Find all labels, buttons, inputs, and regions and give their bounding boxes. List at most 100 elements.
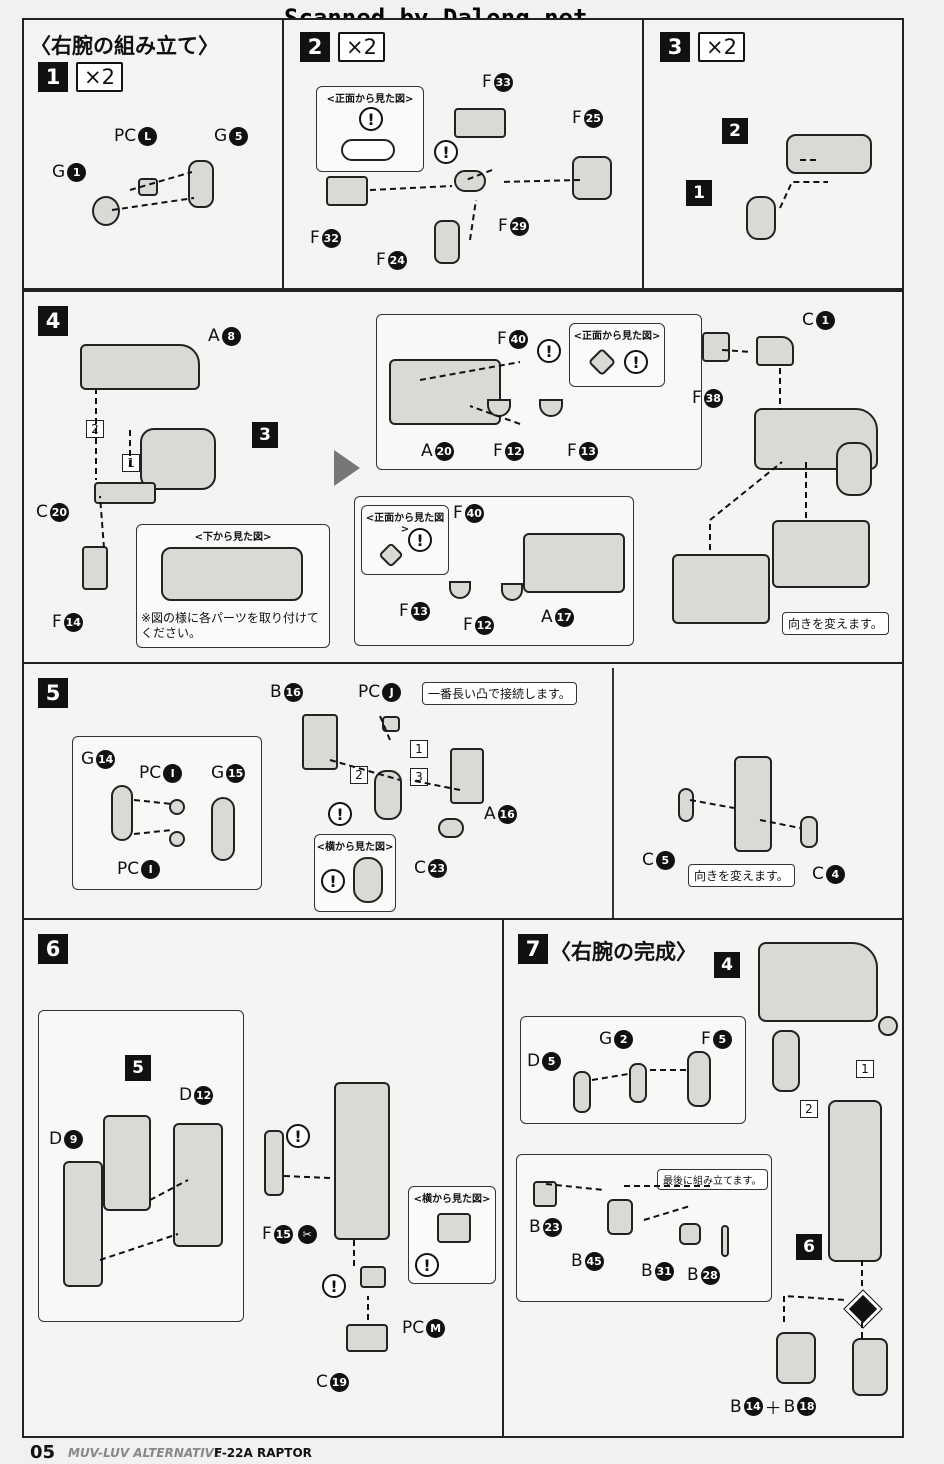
label-letter: F <box>493 441 503 461</box>
label-badge: 12 <box>474 615 494 635</box>
label-badge: L <box>138 126 158 146</box>
front-view-title: <正面から見た図> <box>326 94 414 105</box>
label-badge: 4 <box>825 864 845 884</box>
step-2-reference: 2 <box>722 118 748 144</box>
part-f12-wedge <box>501 583 523 601</box>
front-view-box: <正面から見た図> ! <box>569 323 665 387</box>
label-letter: F <box>572 108 582 128</box>
part-b45 <box>607 1199 633 1235</box>
label-letter: C <box>36 502 48 522</box>
label-badge: 13 <box>410 601 430 621</box>
label-letter: B <box>571 1251 583 1271</box>
label-letter: A <box>421 441 433 461</box>
side-view-title: <横から見た図> <box>316 842 394 853</box>
part-c19 <box>346 1324 388 1352</box>
label-badge: 28 <box>700 1265 720 1285</box>
label-letter: B <box>270 682 282 702</box>
warning-icon: ! <box>328 802 352 826</box>
step-4-reference: 4 <box>714 952 740 978</box>
part-forearm <box>334 1082 390 1240</box>
part-pc-l <box>138 178 158 196</box>
label-badge: 1 <box>67 162 87 182</box>
label-letter: B <box>783 1396 796 1417</box>
label-badge: 38 <box>703 388 723 408</box>
label-badge: 8 <box>221 326 241 346</box>
label-letter: PC <box>358 682 381 702</box>
part-arm-joint <box>836 442 872 496</box>
label-letter: A <box>208 326 220 346</box>
part-shoulder-cover <box>772 1030 800 1092</box>
side-view-box: <横から見た図> ! <box>408 1186 496 1284</box>
label-letter: PC <box>139 763 162 783</box>
part-assembly-5 <box>103 1115 151 1211</box>
label-letter: A <box>541 607 553 627</box>
label-badge: 16 <box>283 682 303 702</box>
label-letter: C <box>802 310 814 330</box>
turn-note: 向きを変えます。 <box>688 864 795 887</box>
step-4-number: 4 <box>38 306 68 336</box>
part-f33 <box>454 108 506 138</box>
plus-sign: ＋ <box>764 1399 782 1419</box>
part-f40-front <box>587 347 617 377</box>
part-b23 <box>533 1181 557 1207</box>
warning-icon: ! <box>322 1274 346 1298</box>
part-a20-housing <box>389 359 501 425</box>
part-g5-joint <box>188 160 214 208</box>
part-c4 <box>800 816 818 848</box>
label-badge: 5 <box>655 850 675 870</box>
label-badge: 20 <box>434 441 454 461</box>
label-badge: 32 <box>321 228 341 248</box>
part-bottom-view <box>161 547 303 601</box>
label-badge: 5 <box>229 126 249 146</box>
part-f25 <box>572 156 612 200</box>
part-assembly-3 <box>140 428 216 490</box>
bottom-view-box: <下から見た図> ※図の様に各パーツを取り付けてください。 <box>136 524 330 648</box>
label-letter: PC <box>402 1318 425 1338</box>
label-badge: 14 <box>743 1397 763 1416</box>
label-letter: PC <box>114 126 137 146</box>
part-a17-housing <box>523 533 625 593</box>
step-2-multiplier: ×2 <box>338 32 385 62</box>
arrow-icon <box>334 450 360 486</box>
label-badge: 13 <box>578 441 598 461</box>
part-g15 <box>211 797 235 861</box>
step-1-number: 1 <box>38 62 68 92</box>
label-letter: D <box>527 1051 541 1071</box>
detail-divider <box>612 668 614 918</box>
part-f14 <box>82 546 108 590</box>
label-letter: C <box>414 858 426 878</box>
label-letter: F <box>463 615 473 635</box>
label-badge: 40 <box>508 329 528 349</box>
cut-icon: ✂ <box>297 1224 317 1244</box>
label-letter: G <box>52 162 66 182</box>
page-number: 05 <box>30 1442 56 1463</box>
warning-icon: ! <box>624 350 648 374</box>
part-c23 <box>438 818 464 838</box>
part-f40-front <box>378 542 404 568</box>
label-badge: 12 <box>504 441 524 461</box>
bottom-view-note: ※図の様に各パーツを取り付けてください。 <box>141 611 319 640</box>
model-name: F-22A RAPTOR <box>214 1446 312 1460</box>
label-badge: 24 <box>387 250 407 270</box>
